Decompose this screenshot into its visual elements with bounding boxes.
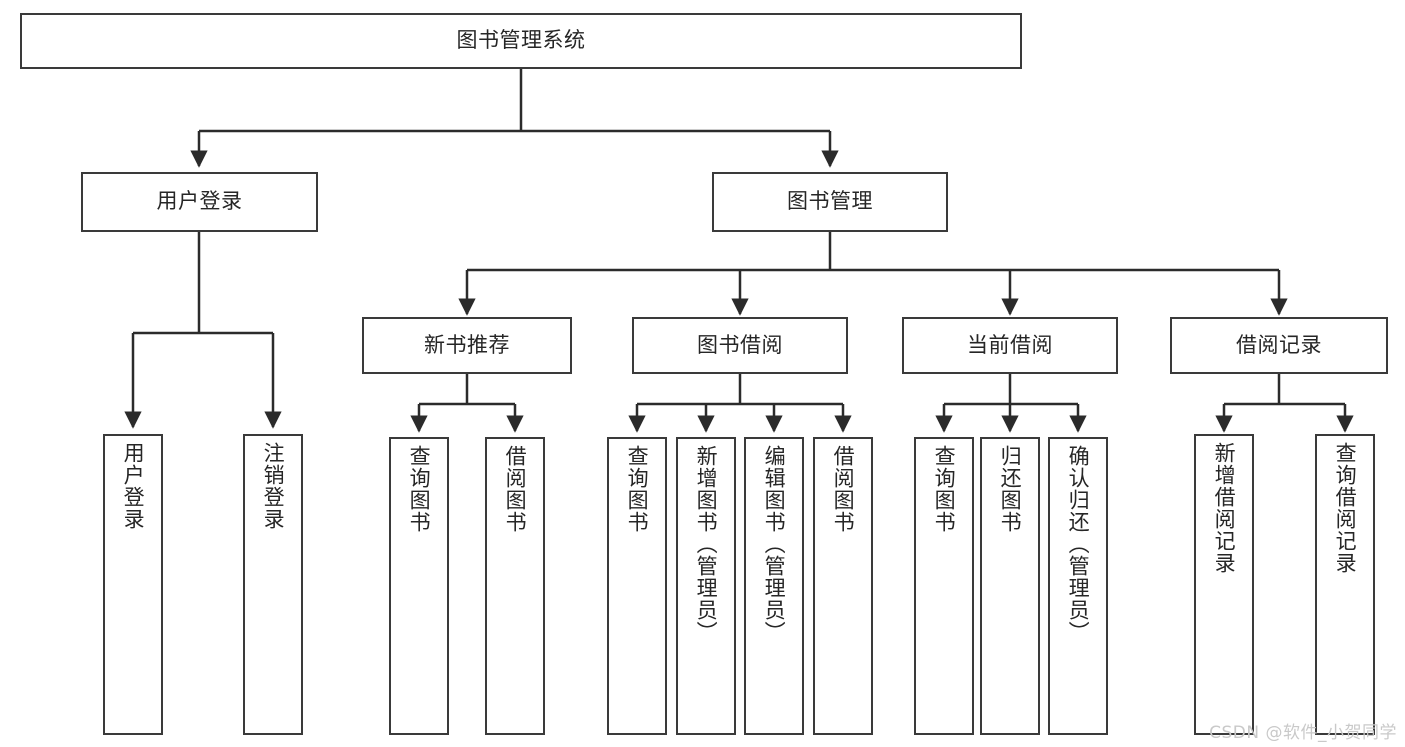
leaf-confirm-return-label: 确认归还（管理员） bbox=[1066, 445, 1091, 643]
node-current-borrow[interactable]: 当前借阅 bbox=[902, 317, 1118, 374]
leaf-user-login[interactable]: 用户登录 bbox=[103, 434, 163, 735]
leaf-borrow-book-2-label: 借阅图书 bbox=[831, 445, 856, 533]
leaf-borrow-book-1[interactable]: 借阅图书 bbox=[485, 437, 545, 735]
node-new-book-recommend[interactable]: 新书推荐 bbox=[362, 317, 572, 374]
leaf-add-record-label: 新增借阅记录 bbox=[1212, 442, 1237, 574]
node-user-login-label: 用户登录 bbox=[156, 189, 243, 214]
leaf-add-record[interactable]: 新增借阅记录 bbox=[1194, 434, 1254, 735]
node-borrow-record-label: 借阅记录 bbox=[1236, 332, 1322, 357]
node-book-manage-label: 图书管理 bbox=[787, 189, 873, 214]
leaf-user-logout-label: 注销登录 bbox=[261, 442, 286, 530]
leaf-return-book-label: 归还图书 bbox=[998, 445, 1023, 533]
node-book-borrow-label: 图书借阅 bbox=[697, 332, 783, 357]
node-user-login[interactable]: 用户登录 bbox=[81, 172, 318, 232]
node-book-manage[interactable]: 图书管理 bbox=[712, 172, 948, 232]
leaf-confirm-return[interactable]: 确认归还（管理员） bbox=[1048, 437, 1108, 735]
node-borrow-record[interactable]: 借阅记录 bbox=[1170, 317, 1388, 374]
node-new-book-recommend-label: 新书推荐 bbox=[424, 332, 510, 357]
leaf-user-login-label: 用户登录 bbox=[121, 442, 146, 530]
leaf-query-record-label: 查询借阅记录 bbox=[1333, 442, 1358, 574]
node-current-borrow-label: 当前借阅 bbox=[967, 332, 1053, 357]
leaf-query-book-1[interactable]: 查询图书 bbox=[389, 437, 449, 735]
leaf-query-book-3-label: 查询图书 bbox=[932, 445, 957, 533]
leaf-return-book[interactable]: 归还图书 bbox=[980, 437, 1040, 735]
leaf-add-book-label: 新增图书（管理员） bbox=[694, 445, 719, 643]
leaf-query-record[interactable]: 查询借阅记录 bbox=[1315, 434, 1375, 735]
node-root-label: 图书管理系统 bbox=[456, 28, 586, 53]
leaf-query-book-3[interactable]: 查询图书 bbox=[914, 437, 974, 735]
leaf-user-logout[interactable]: 注销登录 bbox=[243, 434, 303, 735]
node-book-borrow[interactable]: 图书借阅 bbox=[632, 317, 848, 374]
leaf-borrow-book-2[interactable]: 借阅图书 bbox=[813, 437, 873, 735]
leaf-add-book[interactable]: 新增图书（管理员） bbox=[676, 437, 736, 735]
leaf-query-book-2[interactable]: 查询图书 bbox=[607, 437, 667, 735]
leaf-edit-book[interactable]: 编辑图书（管理员） bbox=[744, 437, 804, 735]
leaf-edit-book-label: 编辑图书（管理员） bbox=[762, 445, 787, 643]
node-root[interactable]: 图书管理系统 bbox=[20, 13, 1022, 69]
leaf-query-book-1-label: 查询图书 bbox=[407, 445, 432, 533]
watermark: CSDN @软件_小贺同学 bbox=[1209, 723, 1397, 743]
leaf-borrow-book-1-label: 借阅图书 bbox=[503, 445, 528, 533]
leaf-query-book-2-label: 查询图书 bbox=[625, 445, 650, 533]
